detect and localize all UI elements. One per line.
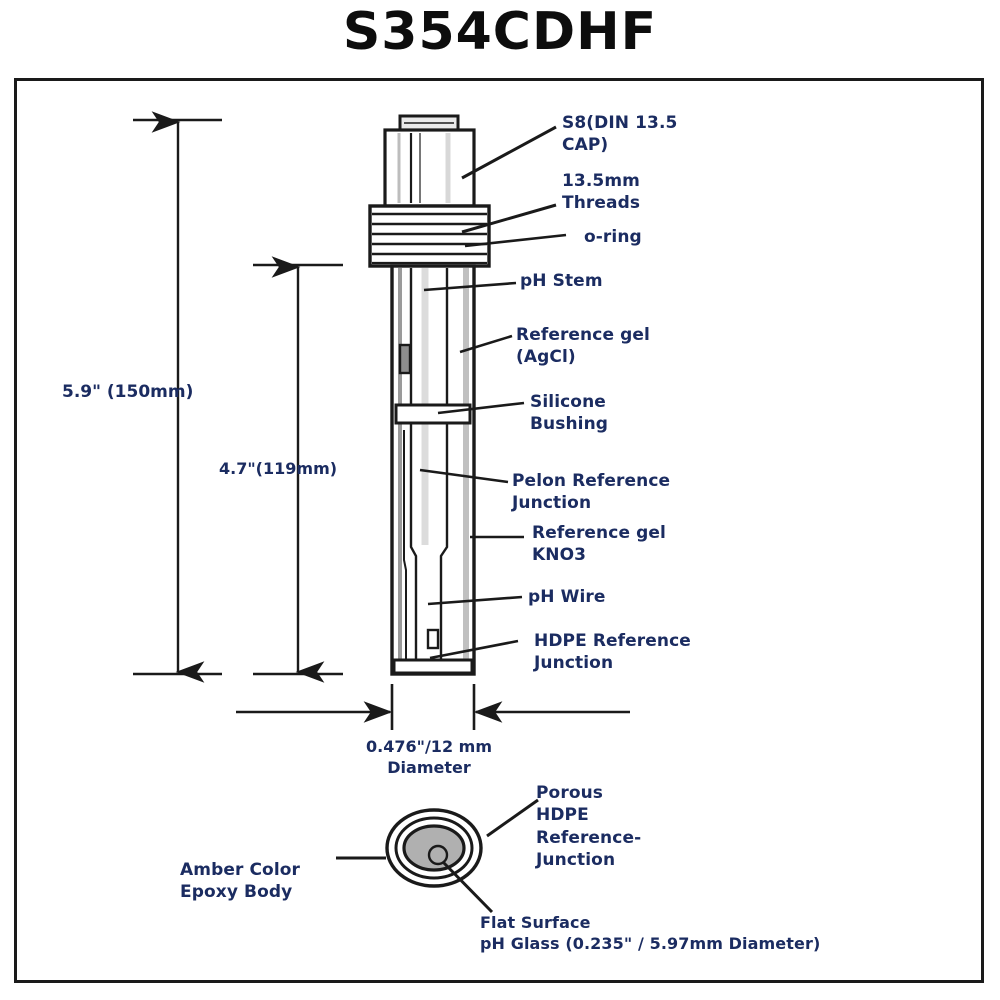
callout-threads: 13.5mm Threads xyxy=(562,171,641,214)
callout-silicone-bushing: Silicone Bushing xyxy=(530,392,609,435)
callout-ph-wire: pH Wire xyxy=(528,587,606,607)
dimension-label-overall-length: 5.9" (150mm) xyxy=(62,382,194,402)
callout-reference-gel-kno3: Reference gel KNO3 xyxy=(532,523,666,566)
callout-o-ring: o-ring xyxy=(584,227,642,247)
callout-hdpe-reference-junction: HDPE Reference Junction xyxy=(534,631,691,674)
dimension-label-immersion-length: 4.7"(119mm) xyxy=(219,459,338,478)
callout-flat-surface-ph-glass: Flat Surface pH Glass (0.235" / 5.97mm D… xyxy=(480,913,821,954)
callout-porous-hdpe-reference-junction: Porous HDPE Reference- Junction xyxy=(536,783,642,871)
callout-s8-din-cap: S8(DIN 13.5 CAP) xyxy=(562,113,678,156)
diagram-frame xyxy=(14,78,984,983)
page-title: S354CDHF xyxy=(342,2,658,62)
callout-pelon-reference-junction: Pelon Reference Junction xyxy=(512,471,671,514)
callout-ph-stem: pH Stem xyxy=(520,271,603,291)
dimension-label-diameter: 0.476"/12 mm Diameter xyxy=(366,737,492,778)
callout-reference-gel-agcl: Reference gel (AgCl) xyxy=(516,325,650,368)
callout-amber-color-epoxy-body: Amber Color Epoxy Body xyxy=(180,860,301,903)
